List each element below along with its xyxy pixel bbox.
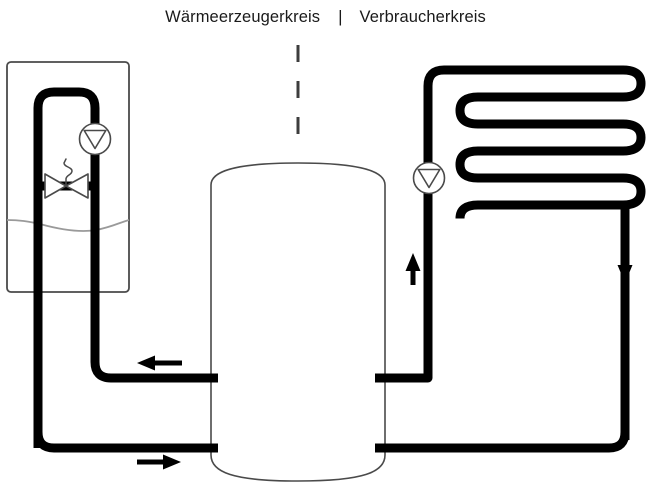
boiler-return-bottom-run [33, 431, 218, 453]
boiler-circulation-pump[interactable] [78, 122, 112, 156]
boiler-supply-downcomer [90, 186, 218, 383]
return-arrow-left [137, 355, 182, 371]
consumer-circulation-pump[interactable] [412, 161, 446, 195]
consumer-return-bottom-run [375, 210, 630, 453]
return-arrow-down [617, 248, 633, 283]
label-consumer-circuit: Verbraucherkreis [359, 7, 486, 26]
three-way-mixing-valve[interactable] [44, 158, 89, 199]
serpentine-heating-coil [455, 65, 646, 219]
boiler-loop-pipe [33, 87, 100, 200]
buffer-storage-tank [210, 162, 386, 482]
supply-arrow-up [405, 253, 421, 285]
consumer-supply-riser [375, 65, 470, 383]
circuit-labels-header: Wärmeerzeugerkreis | Verbraucherkreis [0, 0, 651, 34]
label-heat-generator-circuit: Wärmeerzeugerkreis [165, 7, 321, 26]
label-separator: | [338, 7, 343, 26]
supply-arrow-right [137, 454, 181, 470]
valve-actuator-icon [63, 158, 73, 187]
water-level-line [6, 219, 130, 232]
